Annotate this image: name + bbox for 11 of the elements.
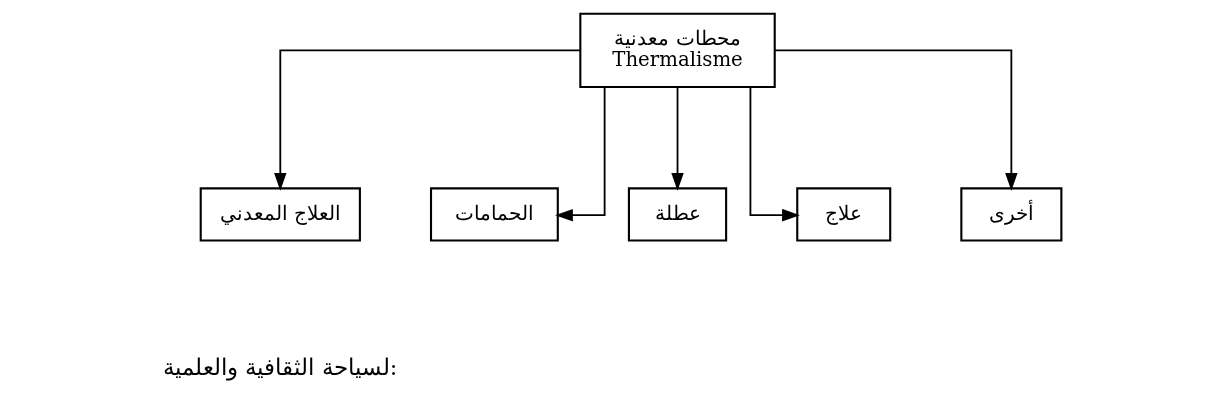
- node-box: الحمامات: [429, 187, 559, 242]
- arrow: [273, 49, 581, 191]
- node-box: العلاج المعدني: [199, 187, 361, 242]
- node-box: أخرى: [959, 187, 1062, 242]
- label: لسياحة الثقافية والعلمية:: [162, 354, 397, 381]
- arrow: [773, 49, 1018, 191]
- arrow: [670, 86, 684, 191]
- node-box: علاج: [795, 187, 891, 242]
- arrow: [554, 86, 606, 222]
- node-box: عطلة: [627, 187, 727, 242]
- arrow: [749, 86, 800, 222]
